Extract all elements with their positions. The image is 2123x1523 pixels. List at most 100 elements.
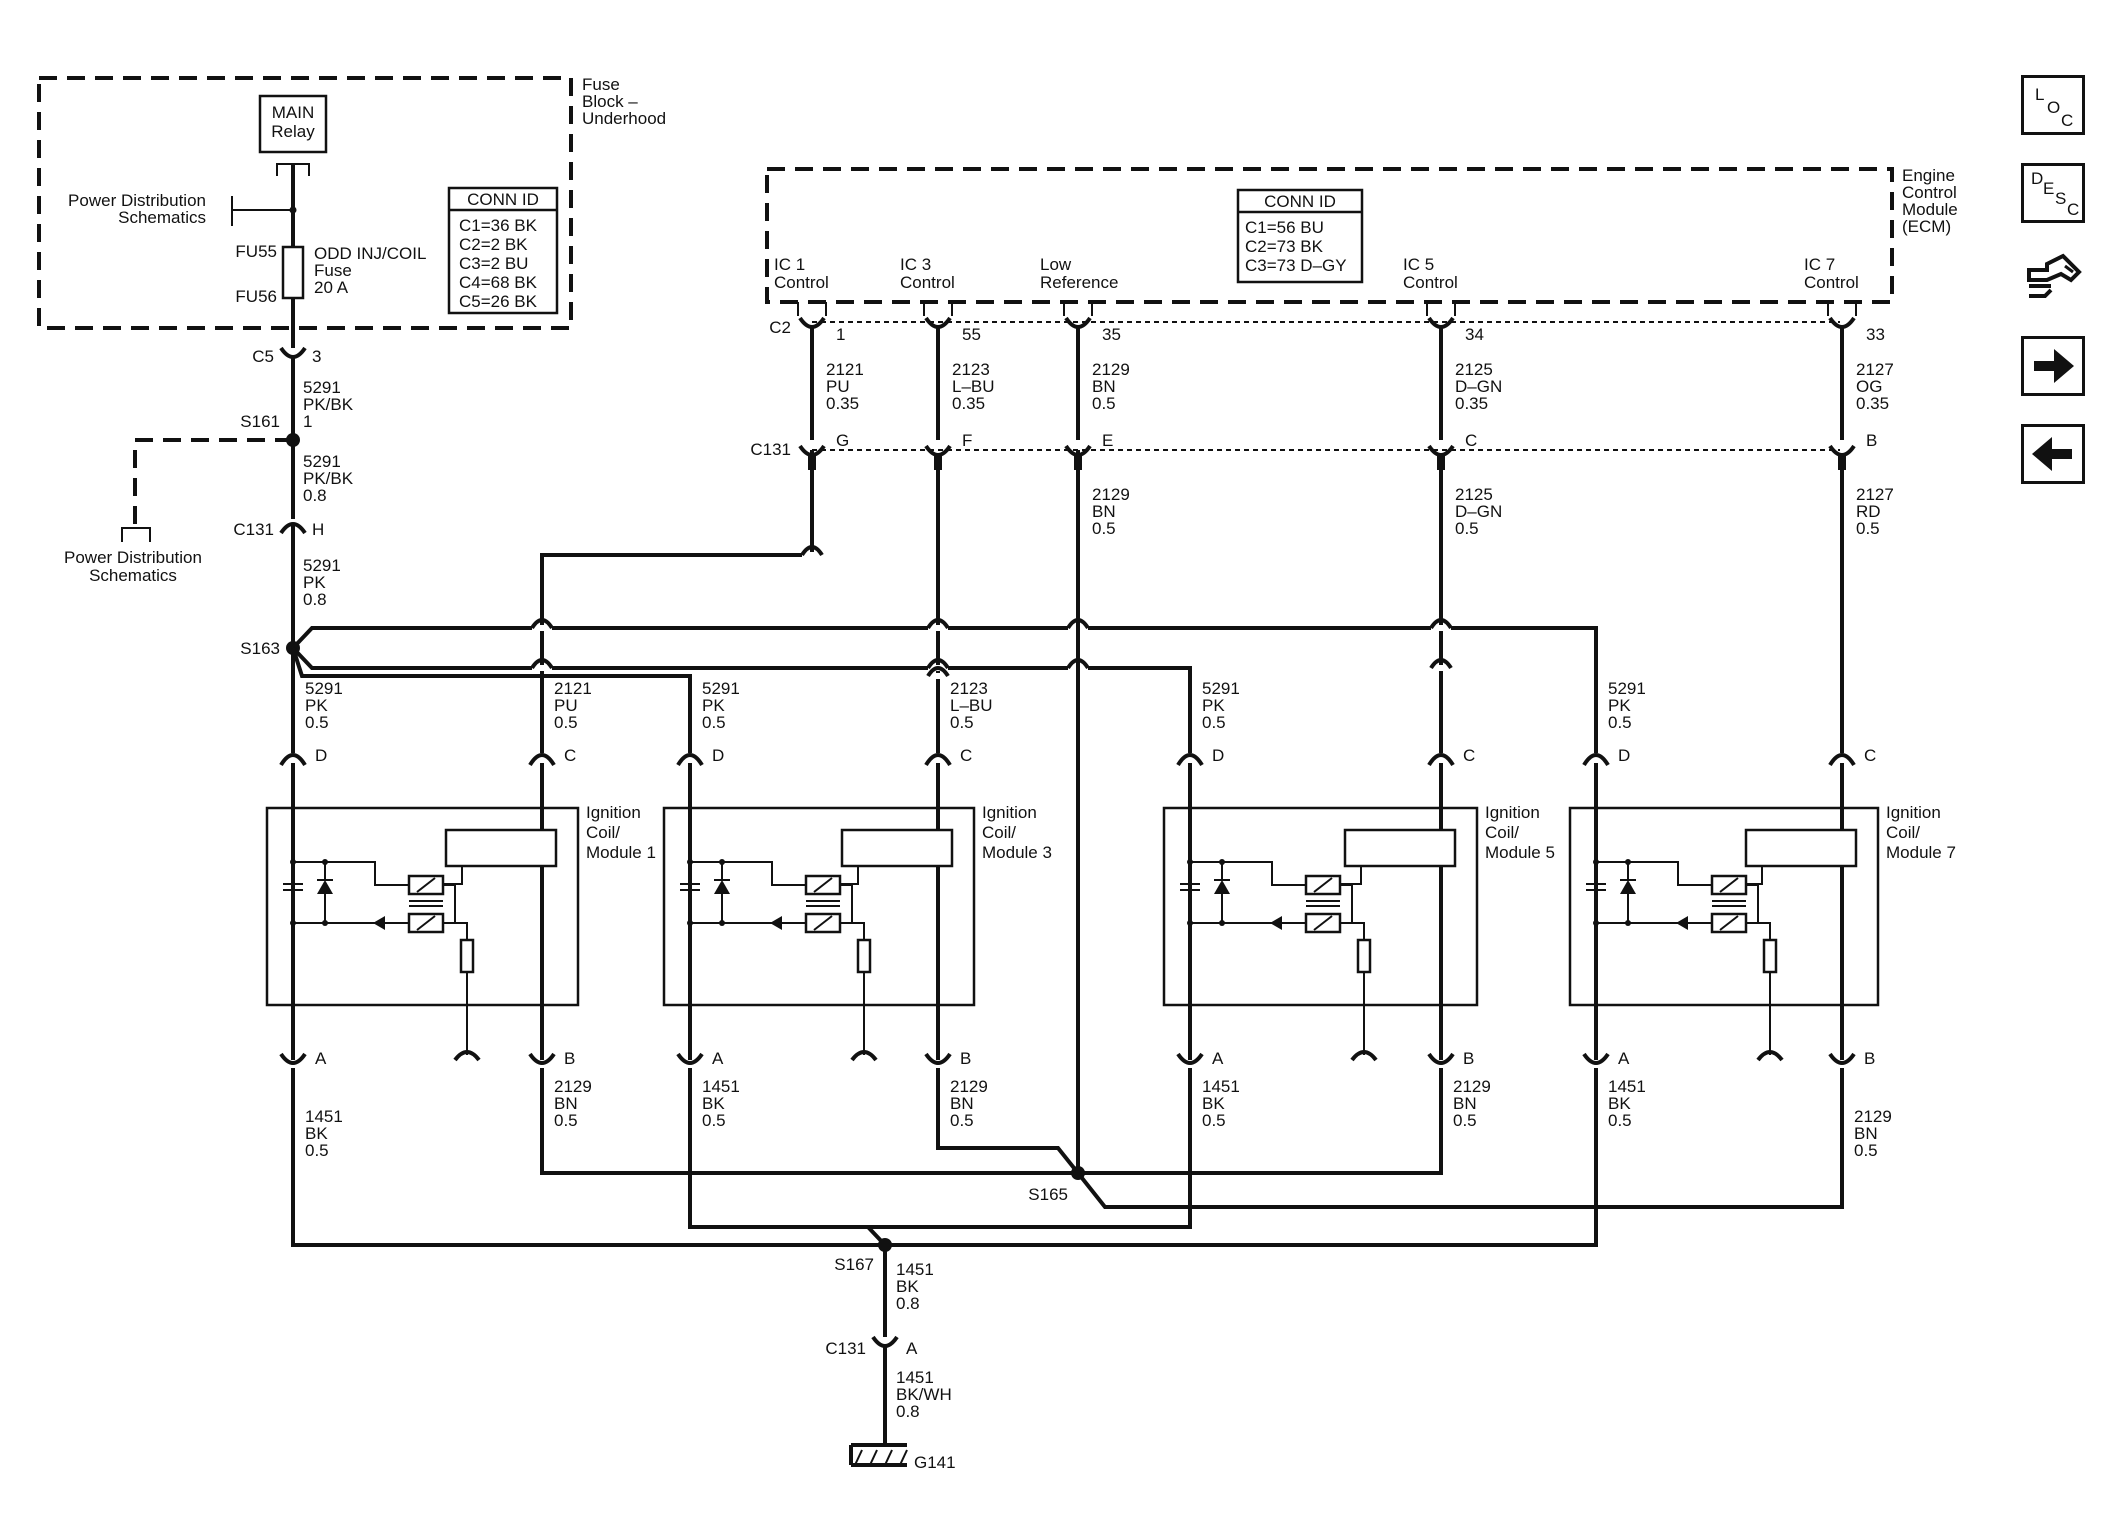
coil-driver-icon: [1744, 828, 1858, 868]
back-button[interactable]: [2021, 424, 2085, 484]
c131-ecm-side-label: C131: [750, 440, 791, 459]
coil-d-wire-size: 0.5: [702, 713, 726, 732]
pds-terminal-icon: [121, 527, 151, 542]
arrow-icon: [1270, 916, 1282, 930]
ecm-c2-label: C2: [769, 318, 791, 337]
c131-pin-connector-icon: [924, 444, 952, 457]
forward-button[interactable]: [2021, 336, 2085, 396]
ground-wire2-size: 0.8: [896, 1402, 920, 1421]
c131-pin-letter: B: [1866, 431, 1877, 450]
coil-a-pin-letter: A: [1618, 1049, 1630, 1068]
coil-d-wire-circuit: 5291: [305, 679, 343, 698]
coil-a-wire-color: BK: [305, 1124, 328, 1143]
coil-a-connector-icon: [1176, 1052, 1204, 1065]
coil-c-wire-circuit: 2123: [950, 679, 988, 698]
supply-pds-label-2: Schematics: [89, 566, 177, 585]
spark-plug-gap-icon: [1350, 1050, 1378, 1062]
s165-label: S165: [1028, 1185, 1068, 1204]
wire-crossovers: [530, 545, 1453, 679]
coil-c-connector-icon: [1828, 753, 1856, 767]
main-relay-label-2: Relay: [271, 122, 315, 141]
desc-button[interactable]: D E S C: [2021, 163, 2085, 223]
coil-c-wire-size: 0.5: [554, 713, 578, 732]
coil-c-wire-color: L–BU: [950, 696, 993, 715]
coil-d-wire-size: 0.5: [305, 713, 329, 732]
fuse-block-title-3: Underhood: [582, 109, 666, 128]
coil-driver-icon: [1343, 828, 1457, 868]
coil-c-wire-size: 0.5: [950, 713, 974, 732]
c5-label: C5: [252, 347, 274, 366]
loc-button[interactable]: L O C: [2021, 75, 2085, 135]
coil-b-wire-circuit: 2129: [554, 1077, 592, 1096]
wiring-busses: [291, 450, 1598, 753]
ecm-wire-size: 0.35: [1455, 394, 1488, 413]
coil-a-connector-icon: [676, 1052, 704, 1065]
ecm-c2-pin-number: 34: [1465, 325, 1484, 344]
ecm-conn-row-1: C1=56 BU: [1245, 218, 1324, 237]
fuse-block-conn-row-3: C3=2 BU: [459, 254, 528, 273]
coil-b-connector-icon: [528, 1052, 556, 1065]
coil-b-wire-color: BN: [554, 1094, 578, 1113]
c131-h-label: C131: [233, 520, 274, 539]
svg-text:E: E: [2043, 179, 2054, 198]
ecm-pin-label-line1: IC 1: [774, 255, 805, 274]
coil-a-pin-letter: A: [712, 1049, 724, 1068]
diode-icon: [1620, 880, 1636, 894]
diode-icon: [1214, 880, 1230, 894]
coil-b-pin-letter: B: [1864, 1049, 1875, 1068]
ecm-wire-size: 0.35: [1856, 394, 1889, 413]
supply-wire1-circuit: 5291: [303, 378, 341, 397]
coil-b-pin-letter: B: [1463, 1049, 1474, 1068]
fuse-bottom-label: FU56: [235, 287, 277, 306]
ecm-conn-id-box: [1236, 188, 1364, 284]
coil-d-pin-letter: D: [712, 746, 724, 765]
coil-c-wire-circuit: 2121: [554, 679, 592, 698]
ecm-wire-circuit: 2123: [952, 360, 990, 379]
coil-a-wire-size: 0.5: [1202, 1111, 1226, 1130]
s165-splice-icon: [1071, 1166, 1085, 1180]
coil-d-wire-circuit: 5291: [1608, 679, 1646, 698]
coil-name-line3: Module 5: [1485, 843, 1555, 862]
diode-icon: [714, 880, 730, 894]
connector-tool-icon: [2027, 253, 2082, 298]
coil-name-line2: Coil/: [982, 823, 1016, 842]
coil-b-pin-letter: B: [960, 1049, 971, 1068]
ecm-wire-circuit: 2127: [1856, 360, 1894, 379]
arrow-icon: [373, 916, 385, 930]
coil-d-pin-letter: D: [1618, 746, 1630, 765]
c131-pin-connector-icon: [1828, 444, 1856, 457]
ecm-wire-color: D–GN: [1455, 377, 1502, 396]
c131-wire-size: 0.5: [1092, 519, 1116, 538]
ecm-pin-label-line1: IC 3: [900, 255, 931, 274]
coil-d-connector-icon: [1582, 753, 1610, 767]
coil-a-wire-size: 0.5: [1608, 1111, 1632, 1130]
coil-b-wire-size: 0.5: [554, 1111, 578, 1130]
loc-icon: L O C: [2035, 85, 2073, 130]
spark-plug-resistor-icon: [1762, 938, 1778, 974]
coil-d-wire-circuit: 5291: [1202, 679, 1240, 698]
c131-pin-connector-icon: [1427, 444, 1455, 457]
ecm-c2-pin-number: 33: [1866, 325, 1885, 344]
svg-text:L: L: [2035, 85, 2044, 104]
ecm-wire-circuit: 2121: [826, 360, 864, 379]
coil-c-connector-icon: [1427, 753, 1455, 767]
ecm-conn-row-3: C3=73 D–GY: [1245, 256, 1347, 275]
c131-pin-letter: F: [962, 431, 972, 450]
coil-name-line1: Ignition: [1886, 803, 1941, 822]
connector-tool-button[interactable]: [2021, 244, 2085, 310]
coil-a-wire-circuit: 1451: [1608, 1077, 1646, 1096]
fuse-block-conn-id-title: CONN ID: [467, 190, 539, 209]
coil-name-line3: Module 7: [1886, 843, 1956, 862]
spark-plug-resistor-icon: [1356, 938, 1372, 974]
supply-wire2-color: PK/BK: [303, 469, 354, 488]
coil-b-pin-letter: B: [564, 1049, 575, 1068]
svg-text:C: C: [2061, 111, 2073, 130]
coil-c-connector-icon: [924, 753, 952, 767]
coil-a-pin-letter: A: [1212, 1049, 1224, 1068]
coil-c-pin-letter: C: [564, 746, 576, 765]
coil-name-line3: Module 3: [982, 843, 1052, 862]
ecm-wire-circuit: 2125: [1455, 360, 1493, 379]
coil-b-wire-circuit: 2129: [950, 1077, 988, 1096]
